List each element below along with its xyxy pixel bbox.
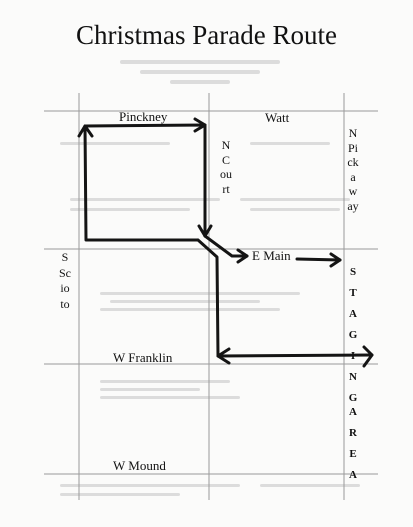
franklin-arrow-left [216,347,231,365]
page-title: Christmas Parade Route [76,20,337,50]
staging-arrow-tail [362,345,374,368]
staging-label: STAGING [348,266,358,404]
route-main-extension [295,257,342,262]
street-label-w-mound: W Mound [113,458,166,473]
loop-arrow-right [193,117,207,133]
street-label-pinckney: Pinckney [119,109,168,124]
street-label-watt: Watt [265,110,290,125]
street-label-s-scioto: S Scioto [59,250,71,311]
main-arrow-2 [329,252,342,268]
street-label-n-pickaway: N Pickaway [347,126,359,213]
parade-route [77,117,374,368]
main-arrow-1 [236,248,249,264]
area-label: AREA [349,406,357,481]
street-grid [44,93,378,500]
street-label-w-franklin: W Franklin [113,350,173,365]
route-loop [83,123,207,242]
street-label-e-main: E Main [252,248,291,263]
loop-arrow-up [77,124,94,138]
street-label-n-court: N Court [220,138,232,196]
route-main-segment [203,234,249,258]
route-court-down [196,238,374,358]
